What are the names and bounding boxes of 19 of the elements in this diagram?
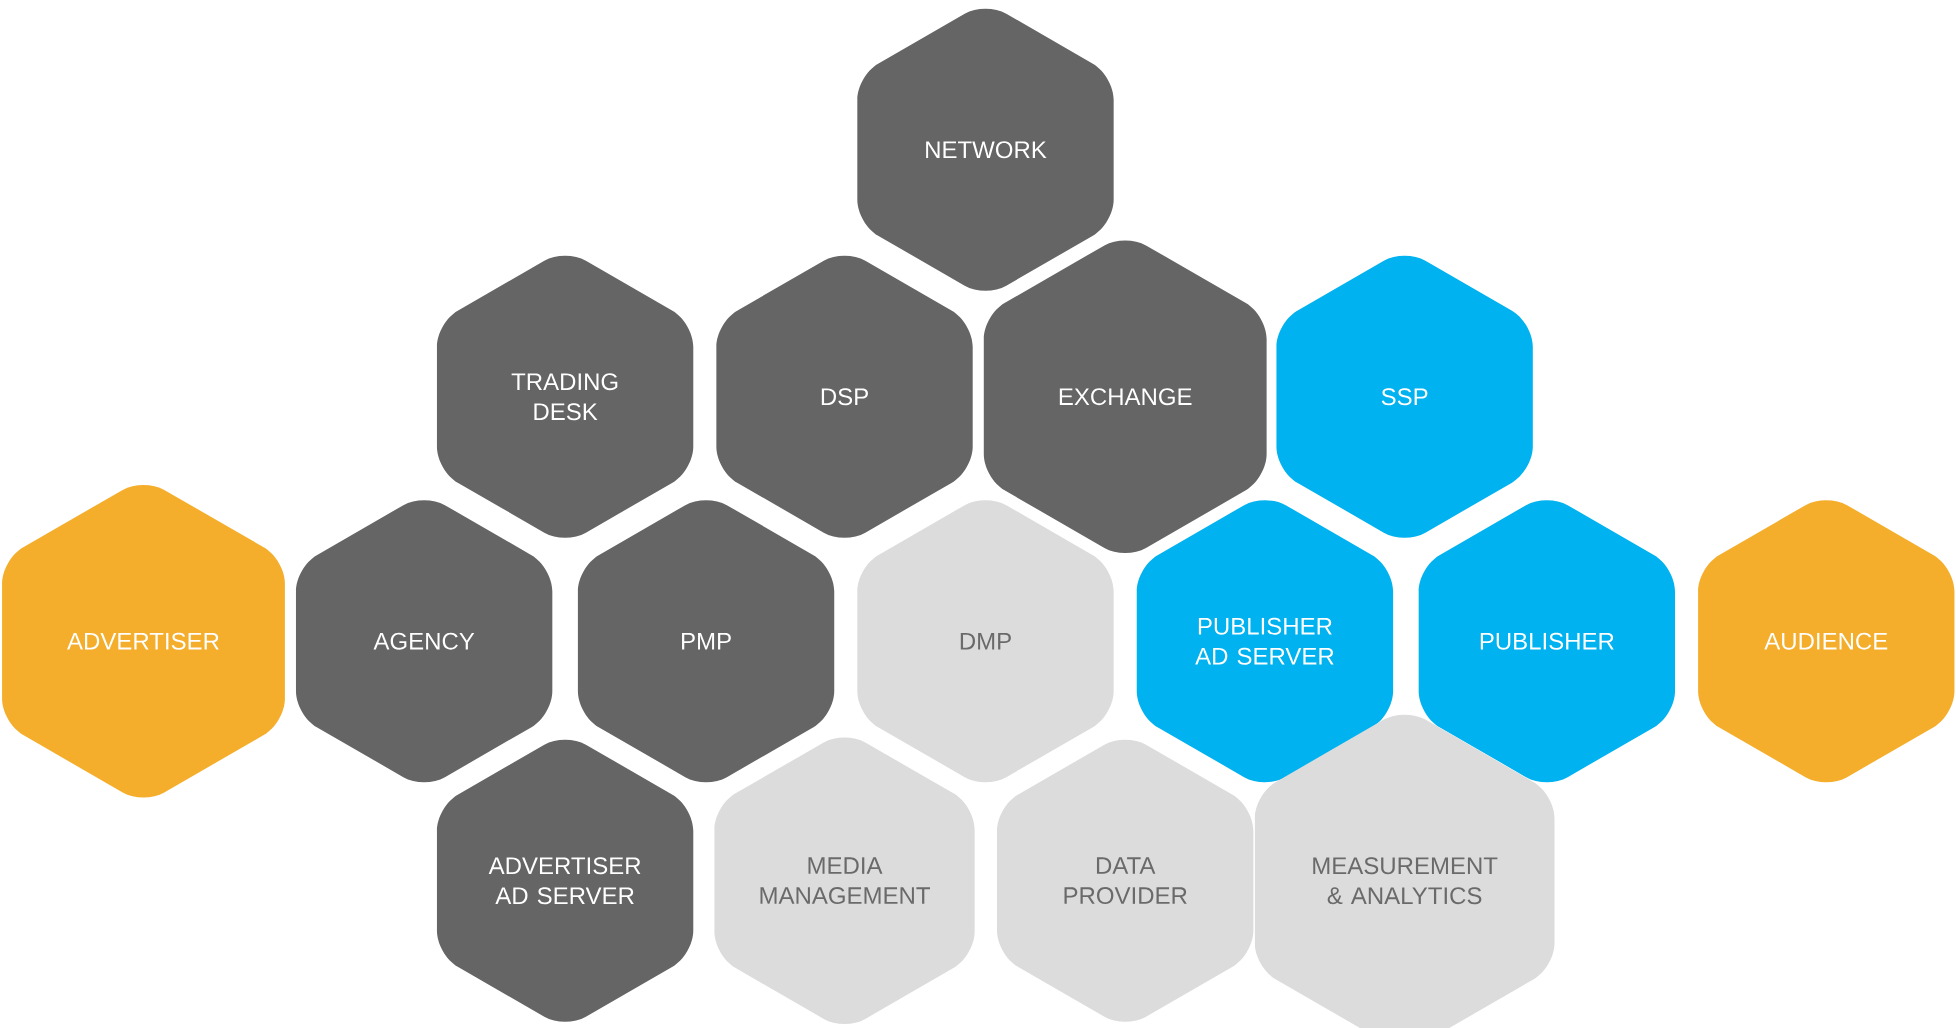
node-label: ADVERTISER AD SERVER	[488, 857, 641, 905]
hexagon: PMP	[577, 500, 835, 783]
hexagon: AGENCY	[296, 500, 553, 783]
node-label: DMP	[960, 632, 1011, 650]
hexagon: MEDIA MANAGEMENT	[714, 737, 975, 1024]
hexagon: EXCHANGE	[983, 240, 1267, 553]
hexagon: AUDIENCE	[1698, 500, 1955, 783]
hexagon: SSP	[1276, 255, 1533, 538]
hexagon: PUBLISHER	[1418, 500, 1675, 783]
hexagon: ADVERTISER	[2, 484, 285, 798]
hexagon: DMP	[857, 500, 1114, 783]
hexagon: DATA PROVIDER	[997, 739, 1254, 1022]
hexagon: PUBLISHER AD SERVER	[1136, 500, 1394, 783]
hexagon: MEASUREMENT & ANALYTICS	[1254, 714, 1555, 1028]
hexagon: NETWORK	[857, 8, 1114, 291]
hexagon: ADVERTISER AD SERVER	[436, 739, 694, 1022]
node-label: NETWORK	[926, 141, 1047, 159]
hexagon: TRADING DESK	[436, 255, 694, 538]
hexagon: DSP	[716, 255, 973, 538]
